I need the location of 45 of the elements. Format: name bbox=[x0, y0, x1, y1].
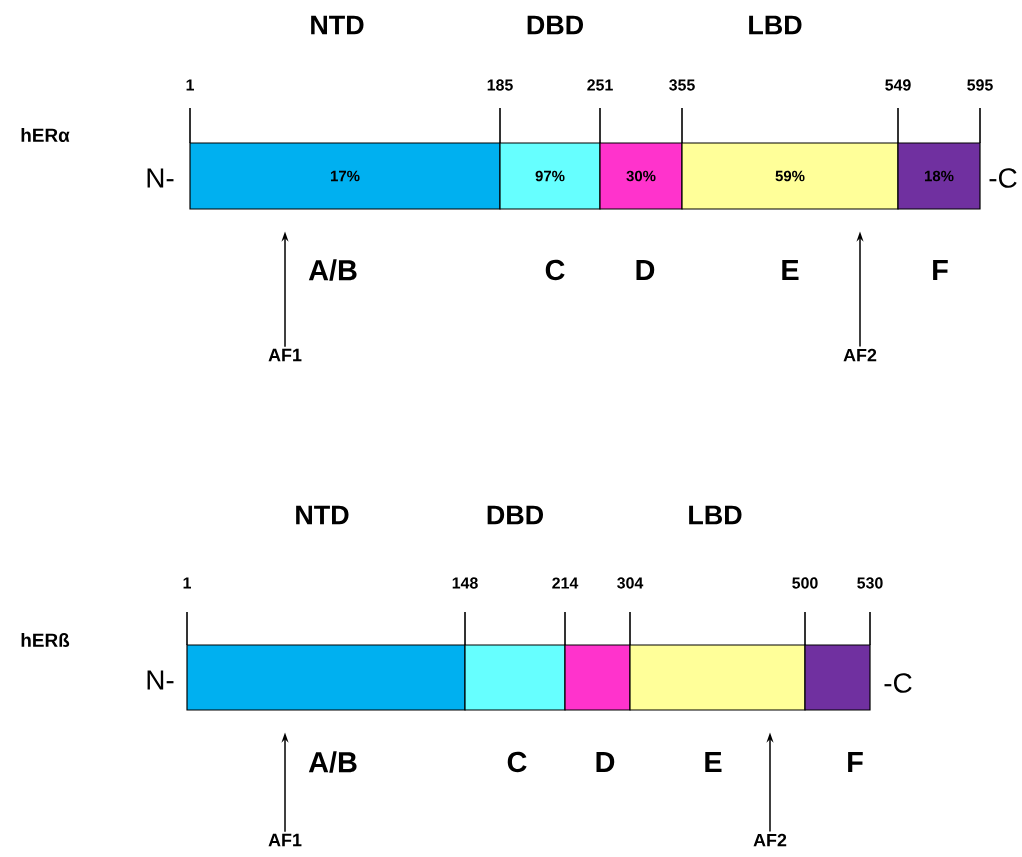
residue-number: 595 bbox=[967, 79, 993, 91]
residue-number: 355 bbox=[669, 79, 695, 91]
domain-segment bbox=[629, 644, 806, 711]
terminus-label: -C bbox=[884, 673, 912, 693]
residue-number: 148 bbox=[452, 577, 478, 589]
domain-title: LBD bbox=[689, 505, 742, 525]
residue-number: 530 bbox=[857, 577, 883, 589]
af-label: AF1 bbox=[268, 833, 302, 847]
region-letter: F bbox=[933, 260, 948, 280]
domain-segment bbox=[186, 644, 466, 711]
residue-number: 251 bbox=[587, 79, 613, 91]
residue-number: 304 bbox=[617, 577, 644, 589]
region-letter: A/B bbox=[308, 259, 357, 281]
af-label: AF1 bbox=[268, 348, 302, 362]
region-letter: F bbox=[848, 752, 863, 772]
region-letter: C bbox=[507, 751, 527, 773]
domain-title: DBD bbox=[527, 15, 583, 35]
domain-title: NTD bbox=[311, 15, 364, 35]
domain-title: DBD bbox=[487, 505, 543, 525]
region-letter: E bbox=[705, 752, 722, 772]
residue-number: 1 bbox=[186, 79, 194, 91]
af-label: AF2 bbox=[753, 833, 787, 847]
domain-title: NTD bbox=[296, 505, 349, 525]
domain-segment: 17% bbox=[189, 142, 501, 210]
residue-number: 185 bbox=[487, 79, 513, 91]
region-letter: C bbox=[545, 259, 565, 281]
residue-number: 214 bbox=[552, 577, 579, 589]
domain-title: LBD bbox=[749, 15, 802, 35]
domain-segment bbox=[464, 644, 566, 711]
region-letter: E bbox=[782, 260, 799, 280]
af-label: AF2 bbox=[843, 348, 877, 362]
domain-segment: 30% bbox=[599, 142, 683, 210]
domain-segment: 18% bbox=[897, 142, 981, 210]
region-letter: D bbox=[636, 260, 655, 280]
region-letter: D bbox=[596, 752, 615, 772]
receptor-name: hERß bbox=[21, 633, 70, 647]
residue-number: 549 bbox=[885, 79, 911, 91]
receptor-name: hERα bbox=[21, 128, 70, 142]
domain-segment: 97% bbox=[499, 142, 601, 210]
region-letter: A/B bbox=[308, 751, 357, 773]
domain-segment bbox=[564, 644, 631, 711]
domain-segment: 59% bbox=[681, 142, 899, 210]
domain-segment bbox=[804, 644, 871, 711]
residue-number: 1 bbox=[183, 577, 191, 589]
residue-number: 500 bbox=[792, 577, 818, 589]
